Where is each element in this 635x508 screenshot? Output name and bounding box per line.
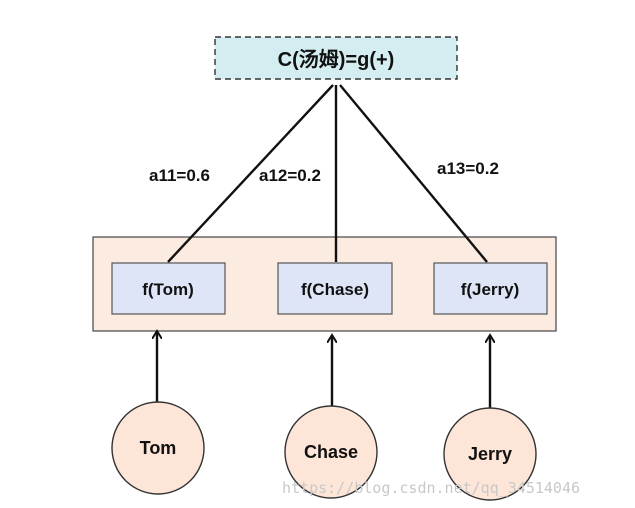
function-label-chase: f(Chase) [301, 280, 369, 299]
input-node-tom: Tom [111, 401, 205, 495]
input-node-chase: Chase [284, 405, 378, 499]
function-box-jerry: f(Jerry) [433, 262, 548, 315]
weight-label-a12: a12=0.2 [259, 166, 321, 185]
input-label-tom: Tom [140, 438, 177, 458]
function-box-chase: f(Chase) [277, 262, 393, 315]
weight-label-a11: a11=0.6 [149, 166, 210, 185]
edge-jerry-to-output [339, 84, 488, 263]
output-label: C(汤姆)=g(+) [278, 47, 395, 71]
edge-tom-to-output [167, 84, 334, 263]
input-label-chase: Chase [304, 442, 358, 462]
input-label-jerry: Jerry [468, 444, 512, 464]
function-label-tom: f(Tom) [142, 280, 194, 299]
watermark-text: https://blog.csdn.net/qq_34514046 [282, 479, 581, 497]
input-node-jerry: Jerry [443, 407, 537, 501]
function-label-jerry: f(Jerry) [461, 280, 520, 299]
function-box-tom: f(Tom) [111, 262, 226, 315]
weight-label-a13: a13=0.2 [437, 159, 499, 178]
output-node: C(汤姆)=g(+) [214, 36, 458, 80]
